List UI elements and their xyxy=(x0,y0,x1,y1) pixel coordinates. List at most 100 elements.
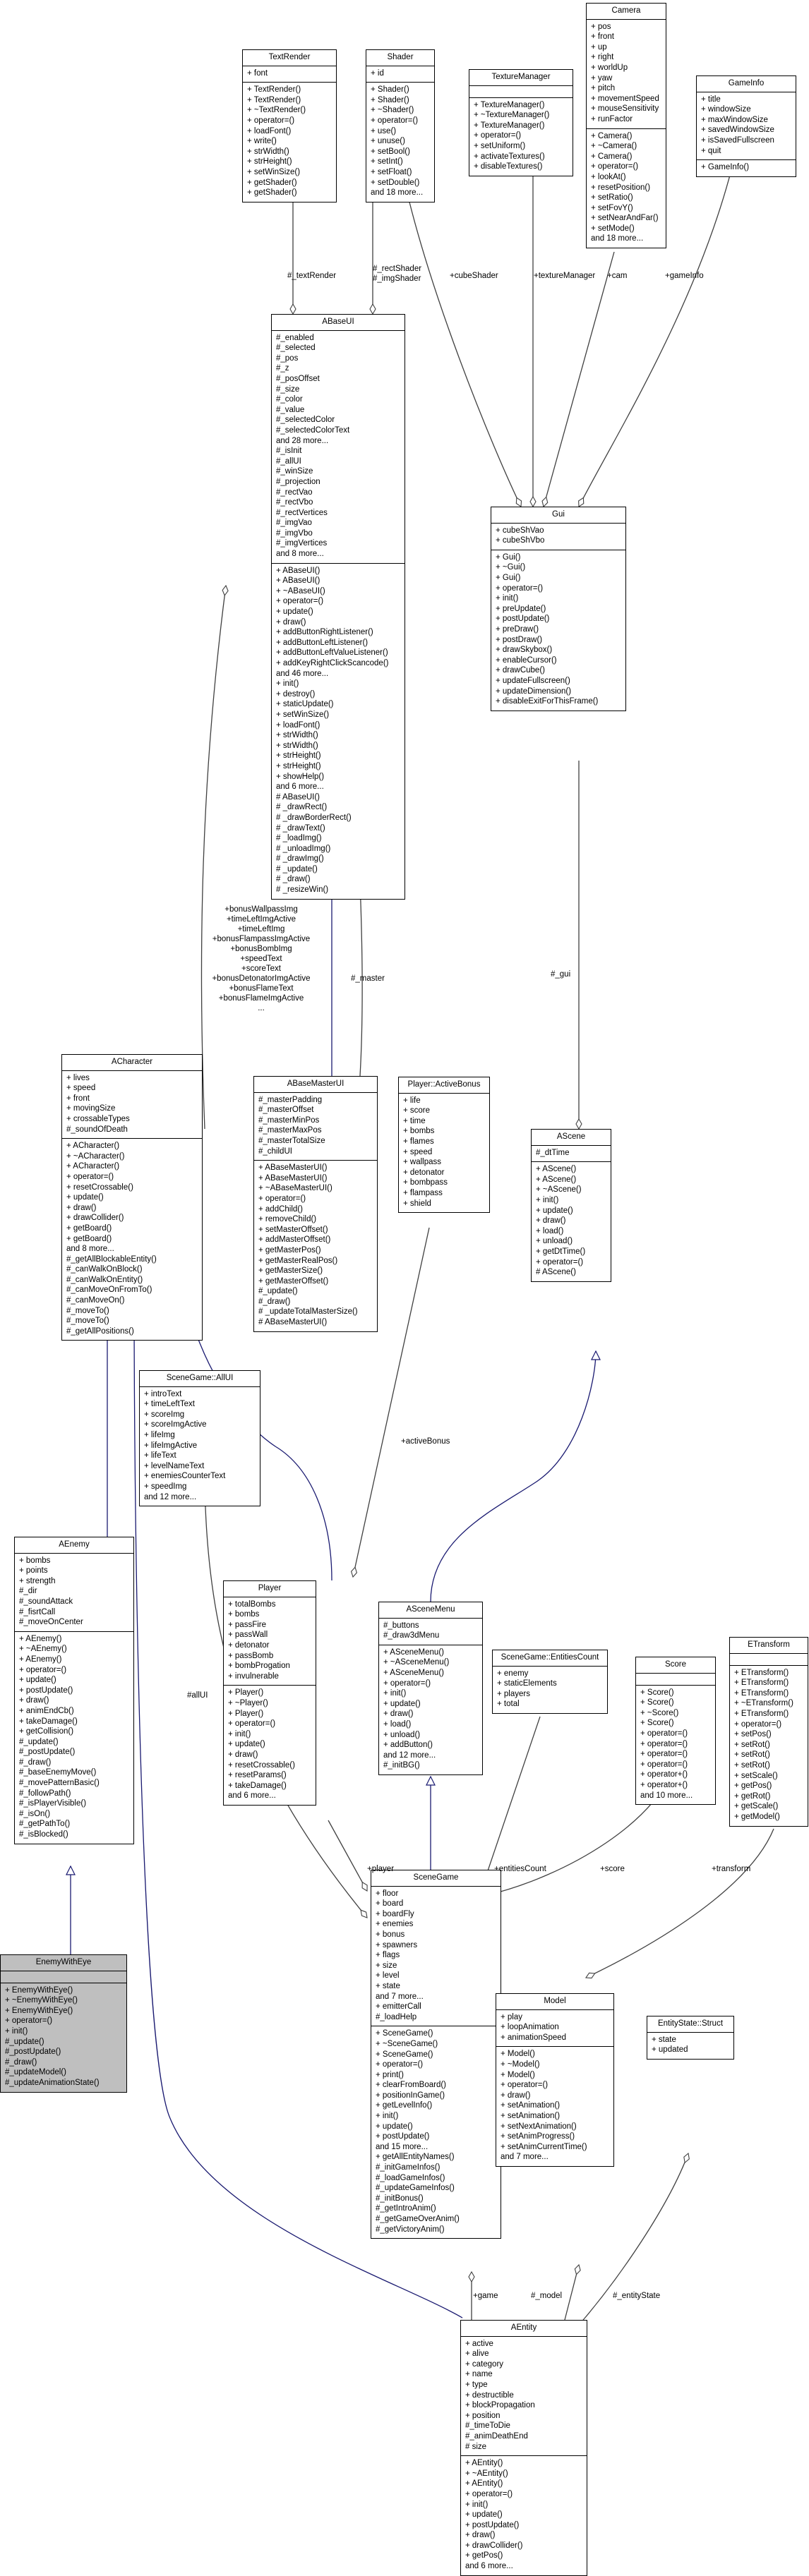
class-box-ascene[interactable]: AScene#_dtTime+ AScene()+ AScene()+ ~ASc… xyxy=(531,1129,611,1282)
edge-label-allui-member-1: +timeLeftImgActive xyxy=(226,915,296,924)
method-line: + operator+() xyxy=(640,1770,688,1779)
attribute-line: + blockPropagation xyxy=(465,2401,535,2410)
attribute-line: #_selected xyxy=(276,344,316,353)
class-box-acharacter[interactable]: ACharacter+ lives+ speed+ front+ movingS… xyxy=(61,1054,203,1341)
edge-gameinfo xyxy=(579,158,735,507)
attribute-line: #_imgVbo xyxy=(276,528,313,538)
attribute-line: #_animDeathEnd xyxy=(465,2431,528,2441)
class-box-gameinfo[interactable]: GameInfo+ title+ windowSize+ maxWindowSi… xyxy=(696,75,796,177)
method-line: + ETransform() xyxy=(734,1668,789,1677)
class-box-camera[interactable]: Camera+ pos+ front+ up+ right+ worldUp+ … xyxy=(586,3,666,249)
class-box-ascenemenu[interactable]: ASceneMenu#_buttons#_draw3dMenu+ ASceneM… xyxy=(378,1602,483,1775)
class-box-aentity[interactable]: AEntity+ active+ alive+ category+ name+ … xyxy=(460,2320,587,2576)
attribute-line: + staticElements xyxy=(497,1679,557,1688)
method-line: + TextureManager() xyxy=(474,100,545,109)
edge-label-model: #_model xyxy=(531,2292,563,2300)
class-title: ETransform xyxy=(730,1638,808,1654)
method-line: + clearFromBoard() xyxy=(376,2081,447,2090)
attribute-line: + lives xyxy=(66,1073,90,1082)
class-attributes: + play+ loopAnimation+ animationSpeed xyxy=(496,2010,613,2048)
class-box-activebonus[interactable]: Player::ActiveBonus+ life+ score+ time+ … xyxy=(398,1077,490,1214)
attribute-line: #_z xyxy=(276,364,289,373)
method-line: + load() xyxy=(536,1226,564,1235)
attribute-line: + shield xyxy=(403,1199,431,1208)
method-line: + operator=() xyxy=(474,131,522,140)
class-title: SceneGame xyxy=(371,1870,501,1887)
class-box-entitystate[interactable]: EntityState::Struct+ state+ updated xyxy=(647,2016,734,2060)
method-line: and 15 more... xyxy=(376,2142,429,2151)
attribute-line: #_draw3dMenu xyxy=(383,1631,440,1640)
class-attributes: #_dtTime xyxy=(532,1146,611,1163)
attribute-line: + updated xyxy=(652,2045,688,2055)
method-line: #_canMoveOnFromTo() xyxy=(66,1286,152,1295)
method-line: + resetCrossable() xyxy=(228,1760,295,1770)
method-line: + ~AScene() xyxy=(536,1185,582,1195)
method-line: + update() xyxy=(228,1740,265,1749)
edge-allui-members xyxy=(200,586,226,1130)
edge-label-entitiescount: +entitiesCount xyxy=(494,1865,546,1873)
attribute-line: # size xyxy=(465,2442,487,2451)
class-box-entitiescount[interactable]: SceneGame::EntitiesCount+ enemy+ staticE… xyxy=(492,1650,608,1714)
method-line: + ABaseUI() xyxy=(276,576,320,586)
method-line: + ~Score() xyxy=(640,1708,679,1717)
method-line: + init() xyxy=(536,1195,559,1204)
attribute-line: + board xyxy=(376,1899,404,1909)
attribute-line: + lifeImg xyxy=(144,1430,175,1439)
method-line: + TextureManager() xyxy=(474,121,545,130)
class-box-player[interactable]: Player+ totalBombs+ bombs+ passFire+ pas… xyxy=(223,1580,316,1806)
class-box-scenegame[interactable]: SceneGame+ floor+ board+ boardFly+ enemi… xyxy=(371,1870,501,2239)
method-line: + setAnimCurrentTime() xyxy=(501,2142,587,2151)
attribute-line: + name xyxy=(465,2370,493,2379)
class-box-aenemy[interactable]: AEnemy+ bombs+ points+ strength#_dir#_so… xyxy=(14,1537,134,1844)
method-line: + update() xyxy=(276,607,313,617)
method-line: + activateTextures() xyxy=(474,152,545,161)
class-methods: + ABaseUI()+ ABaseUI()+ ~ABaseUI()+ oper… xyxy=(272,564,404,899)
class-box-texturemanager[interactable]: TextureManager+ TextureManager()+ ~Textu… xyxy=(469,69,573,176)
class-box-etransform[interactable]: ETransform+ ETransform()+ ETransform()+ … xyxy=(729,1637,808,1827)
method-line: + setAnimProgress() xyxy=(501,2132,575,2141)
class-box-abaseui[interactable]: ABaseUI#_enabled#_selected#_pos#_z#_posO… xyxy=(271,314,405,900)
attribute-line: + passBomb xyxy=(228,1651,274,1660)
method-line: + positionInGame() xyxy=(376,2091,445,2100)
method-line: + operator=() xyxy=(276,597,324,606)
class-box-model[interactable]: Model+ play+ loopAnimation+ animationSpe… xyxy=(496,1993,614,2167)
method-line: and 18 more... xyxy=(371,188,424,198)
attribute-line: + lifeImgActive xyxy=(144,1441,198,1450)
method-line: #_getAllPositions() xyxy=(66,1326,134,1336)
class-box-allui[interactable]: SceneGame::AllUI+ introText+ timeLeftTex… xyxy=(139,1370,260,1507)
method-line: + write() xyxy=(247,137,277,146)
attribute-line: #_masterPadding xyxy=(258,1095,323,1104)
method-line: + disableExitForThisFrame() xyxy=(496,697,599,706)
class-box-score[interactable]: Score+ Score()+ Score()+ ~Score()+ Score… xyxy=(635,1657,716,1806)
class-box-gui[interactable]: Gui+ cubeShVao+ cubeShVbo+ Gui()+ ~Gui()… xyxy=(491,507,626,711)
method-line: #_moveTo() xyxy=(66,1317,109,1326)
method-line: + draw() xyxy=(465,2531,496,2540)
method-line: #_update() xyxy=(5,2037,44,2046)
attribute-line: + bombpass xyxy=(403,1178,448,1187)
method-line: #_postUpdate() xyxy=(5,2048,61,2057)
method-line: + TextRender() xyxy=(247,85,301,95)
attribute-line: + flampass xyxy=(403,1188,443,1197)
method-line: + setRatio() xyxy=(591,193,633,202)
method-line: + ASceneMenu() xyxy=(383,1668,444,1677)
method-line: #_getAllBlockableEntity() xyxy=(66,1254,157,1264)
method-line: + update() xyxy=(66,1193,104,1202)
edge-label-allui-member-7: +bonusDetonatorImgActive xyxy=(212,974,311,983)
method-line: + init() xyxy=(465,2500,489,2509)
class-box-textrender[interactable]: TextRender+ font+ TextRender()+ TextRend… xyxy=(242,49,337,202)
class-attributes: #_masterPadding#_masterOffset#_masterMin… xyxy=(254,1093,377,1161)
method-line: + drawCollider() xyxy=(465,2541,523,2550)
class-box-abasemasterui[interactable]: ABaseMasterUI#_masterPadding#_masterOffs… xyxy=(253,1076,378,1332)
attribute-line: and 28 more... xyxy=(276,436,329,445)
method-line: + updateFullscreen() xyxy=(496,676,570,685)
method-line: and 10 more... xyxy=(640,1791,693,1800)
method-line: + addChild() xyxy=(258,1204,303,1214)
attribute-line: #_selectedColor xyxy=(276,416,335,425)
attribute-line: #_masterMaxPos xyxy=(258,1126,322,1135)
edge-label-allui-member-5: +speedText xyxy=(240,955,282,963)
class-attributes: + id xyxy=(366,66,434,83)
method-line: + print() xyxy=(376,2070,404,2079)
class-box-shader[interactable]: Shader+ id+ Shader()+ Shader()+ ~Shader(… xyxy=(366,49,435,202)
method-line: #_postUpdate() xyxy=(19,1748,76,1757)
class-box-enemywitheye[interactable]: EnemyWithEye+ EnemyWithEye()+ ~EnemyWith… xyxy=(0,1954,127,2093)
